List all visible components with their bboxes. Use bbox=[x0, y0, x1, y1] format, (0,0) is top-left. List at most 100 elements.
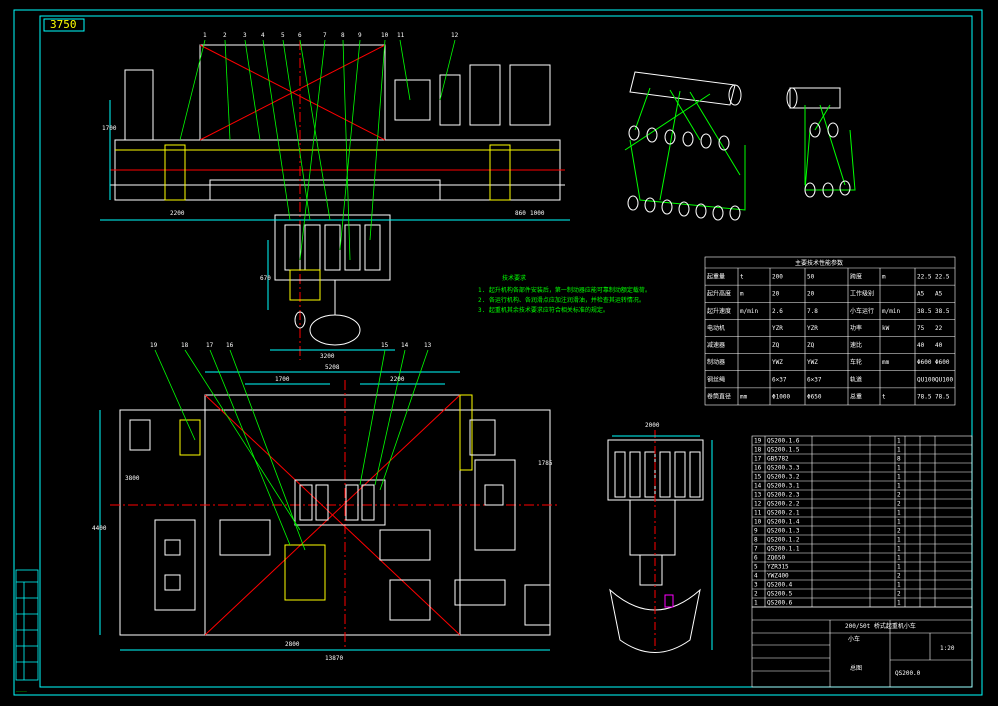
parts-table bbox=[751, 435, 973, 608]
parts-cell: 3 bbox=[754, 582, 758, 589]
spec-cell: 工作级别 bbox=[850, 290, 874, 298]
callout: 13 bbox=[424, 342, 432, 349]
drawing-title: 200/50t 桥式起重机小车 bbox=[845, 622, 916, 630]
parts-cell: 7 bbox=[754, 546, 758, 553]
elevation-leaders bbox=[179, 39, 456, 261]
sheet-tag: 3750 bbox=[50, 18, 77, 31]
parts-cell: 8 bbox=[754, 537, 758, 544]
callout: 12 bbox=[451, 32, 459, 39]
spec-cell: ZQ bbox=[772, 342, 780, 349]
spec-cell: 减速器 bbox=[707, 341, 725, 349]
plan-leaders bbox=[154, 349, 429, 551]
spec-cell: 78.5 bbox=[935, 393, 950, 400]
parts-cell: QS200.1.5 bbox=[767, 447, 800, 454]
notes-line: 3. 起重机其余技术要求应符合相关标准的规定。 bbox=[478, 306, 609, 314]
dimension: 1785 bbox=[538, 460, 553, 467]
spec-cell: 钢丝绳 bbox=[707, 375, 725, 383]
drawing-subtitle: 小车 bbox=[848, 635, 860, 643]
callout: 14 bbox=[401, 342, 409, 349]
spec-cell: Φ600 bbox=[917, 359, 932, 366]
spec-cell: 20 bbox=[772, 291, 780, 298]
spec-cell: 跨度 bbox=[850, 273, 862, 281]
spec-cell: 小车运行 bbox=[850, 307, 874, 315]
spec-cell: m bbox=[740, 291, 744, 298]
spec-cell: Φ1000 bbox=[772, 393, 790, 400]
parts-cell: QS200.1.4 bbox=[767, 519, 800, 526]
parts-cell: QS200.2.3 bbox=[767, 492, 800, 499]
spec-cell: 50 bbox=[807, 274, 815, 281]
parts-cell: 2 bbox=[754, 591, 758, 598]
spec-cell: YWZ bbox=[807, 359, 818, 366]
spec-table-title: 主要技术性能参数 bbox=[795, 259, 843, 267]
reeving-diagrams bbox=[624, 71, 856, 221]
callout: 4 bbox=[261, 32, 265, 39]
dimension: 670 bbox=[260, 275, 271, 282]
spec-cell: mm bbox=[882, 359, 890, 366]
spec-cell: 38.5 bbox=[935, 308, 950, 315]
spec-cell: 2.6 bbox=[772, 308, 783, 315]
spec-cell: 6×37 bbox=[807, 376, 822, 383]
spec-cell: 20 bbox=[807, 291, 815, 298]
spec-cell: Φ650 bbox=[807, 393, 822, 400]
parts-cell: 2 bbox=[897, 501, 901, 508]
parts-cell: QS200.4 bbox=[767, 582, 793, 589]
parts-cell: QS200.1.1 bbox=[767, 546, 800, 553]
spec-cell: A5 bbox=[935, 291, 943, 298]
parts-cell: 1 bbox=[897, 474, 901, 481]
parts-cell: 1 bbox=[897, 483, 901, 490]
parts-cell: 1 bbox=[897, 537, 901, 544]
spec-cell: 40 bbox=[935, 342, 943, 349]
callout: 8 bbox=[341, 32, 345, 39]
parts-cell: QS200.3.2 bbox=[767, 474, 800, 481]
parts-cell: 5 bbox=[754, 564, 758, 571]
parts-cell: 15 bbox=[754, 474, 762, 481]
dimension: 3800 bbox=[125, 475, 140, 482]
parts-cell: QS200.1.6 bbox=[767, 438, 800, 445]
parts-cell: 1 bbox=[897, 519, 901, 526]
parts-cell: 19 bbox=[754, 438, 762, 445]
parts-cell: 8 bbox=[897, 456, 901, 463]
drawing-scale: 1:20 bbox=[940, 645, 955, 652]
drawing-frame bbox=[13, 9, 983, 696]
callout: 6 bbox=[298, 32, 302, 39]
parts-cell: 1 bbox=[897, 600, 901, 607]
spec-cell: 电动机 bbox=[707, 324, 725, 332]
parts-cell: 14 bbox=[754, 483, 762, 490]
dimension: 1700 bbox=[275, 376, 290, 383]
callout: 16 bbox=[226, 342, 234, 349]
technical-notes: 技术要求 1. 起升机构各部件安装后，第一制动器应能可靠制动额定载荷。 2. 各… bbox=[478, 274, 651, 314]
dimension: 3200 bbox=[320, 353, 335, 360]
parts-cell: 1 bbox=[897, 510, 901, 517]
spec-cell: YZR bbox=[807, 325, 818, 332]
parts-cell: 10 bbox=[754, 519, 762, 526]
parts-cell: 17 bbox=[754, 456, 762, 463]
spec-cell: 轨道 bbox=[850, 375, 862, 383]
dimension: 2200 bbox=[390, 376, 405, 383]
spec-cell: 22.5 bbox=[935, 274, 950, 281]
parts-cell: QS200.1.3 bbox=[767, 528, 800, 535]
dimension: 1700 bbox=[102, 125, 117, 132]
parts-cell: 2 bbox=[897, 573, 901, 580]
spec-cell: 78.5 bbox=[917, 393, 932, 400]
dimension: 13870 bbox=[325, 655, 343, 662]
parts-cell: 13 bbox=[754, 492, 762, 499]
parts-cell: 12 bbox=[754, 501, 762, 508]
spec-cell: 38.5 bbox=[917, 308, 932, 315]
spec-cell: m/min bbox=[740, 308, 758, 315]
title-block bbox=[751, 606, 973, 688]
callout: 2 bbox=[223, 32, 227, 39]
callout: 19 bbox=[150, 342, 158, 349]
callout: 15 bbox=[381, 342, 389, 349]
sheet-footer: ___ bbox=[16, 685, 27, 692]
parts-cell: 2 bbox=[897, 591, 901, 598]
callout: 5 bbox=[281, 32, 285, 39]
spec-cell: YZR bbox=[772, 325, 783, 332]
parts-cell: 2 bbox=[897, 492, 901, 499]
spec-cell: 功率 bbox=[850, 324, 862, 332]
parts-cell: YWZ400 bbox=[767, 573, 789, 580]
spec-cell: 22 bbox=[935, 325, 943, 332]
parts-cell: 1 bbox=[754, 600, 758, 607]
spec-cell: 起升高度 bbox=[707, 290, 731, 298]
spec-cell: 起重量 bbox=[707, 273, 725, 281]
